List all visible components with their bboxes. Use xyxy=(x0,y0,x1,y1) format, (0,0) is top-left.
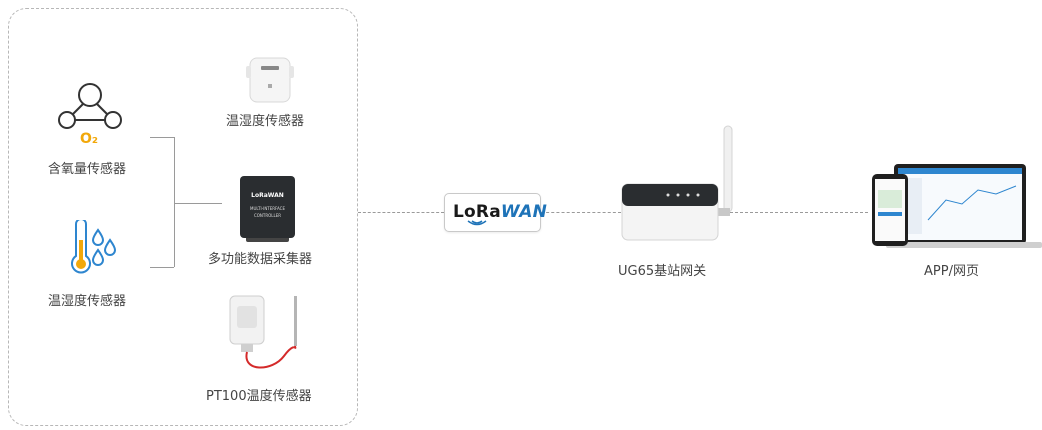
pt100-sensor-device xyxy=(229,295,297,369)
lorawan-logo: LoRaWAN xyxy=(453,202,547,222)
oxygen-molecule-icon: O₂ xyxy=(58,83,122,147)
controller-terminal-strip xyxy=(246,238,289,242)
lora-text: LoRa xyxy=(453,202,501,222)
lorawan-badge: LoRaWAN xyxy=(444,193,547,232)
oxygen-sensor-label: 含氧量传感器 xyxy=(48,162,127,177)
controller-model-text: MULTI-INTERFACE xyxy=(250,206,285,211)
bracket-top xyxy=(150,137,174,138)
bracket-connector xyxy=(174,203,222,204)
app-web-label: APP/网页 xyxy=(924,264,979,279)
pt100-sensor-label: PT100温度传感器 xyxy=(206,389,312,404)
link-group-to-lorawan xyxy=(358,212,444,213)
app-web-devices xyxy=(872,164,1042,248)
controller-brand-text: LoRaWAN xyxy=(251,192,284,199)
signal-waves-icon xyxy=(467,220,487,226)
temp-humidity-sensor-device xyxy=(246,57,294,103)
sensor-group-frame xyxy=(8,8,358,426)
thermometer-droplets-icon xyxy=(71,220,117,274)
oxygen-subscript: O₂ xyxy=(80,131,98,147)
controller-type-text: CONTROLLER xyxy=(253,213,282,218)
multi-controller-label: 多功能数据采集器 xyxy=(208,252,313,267)
bracket-bottom xyxy=(150,267,174,268)
link-gateway-to-app xyxy=(720,212,868,213)
temp-humidity-sensor-label: 温湿度传感器 xyxy=(226,114,305,129)
wan-text: WAN xyxy=(500,202,548,222)
temp-humidity-sensor-label-left: 温湿度传感器 xyxy=(48,294,127,309)
link-lorawan-to-gateway xyxy=(541,212,621,213)
gateway-label: UG65基站网关 xyxy=(618,264,707,279)
bracket-vertical xyxy=(174,137,175,267)
multi-interface-controller-device: LoRaWAN MULTI-INTERFACE CONTROLLER xyxy=(240,176,295,242)
ug65-gateway-device xyxy=(621,125,733,241)
